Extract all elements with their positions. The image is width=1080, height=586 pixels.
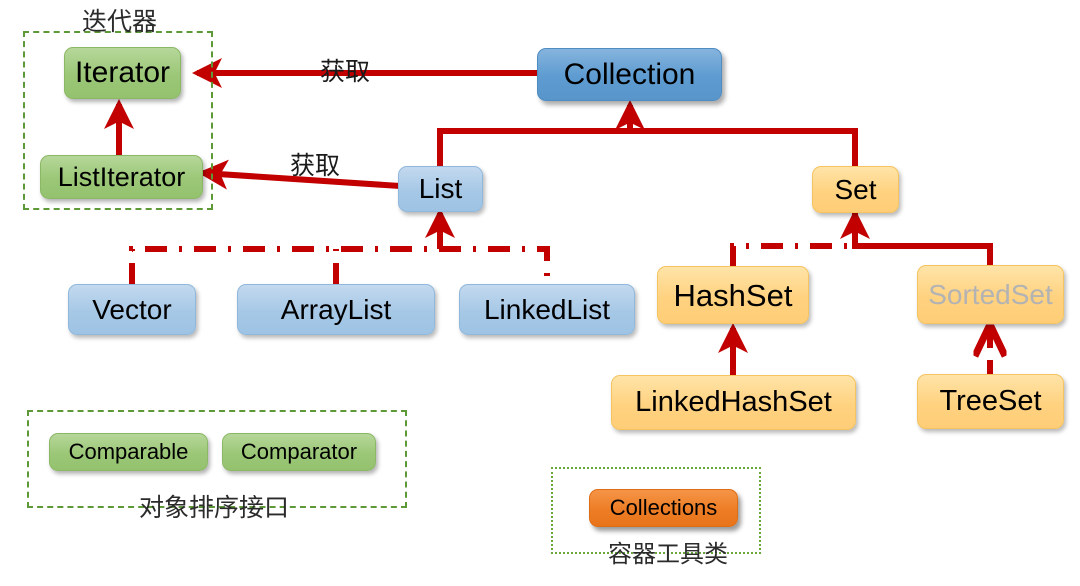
edge-label-collection-to-iterator: 获取 (320, 57, 371, 86)
node-collection[interactable]: Collection (537, 48, 722, 101)
edge-label-list-to-listiterator: 获取 (290, 151, 341, 180)
node-treeset[interactable]: TreeSet (917, 374, 1064, 429)
node-iterator[interactable]: Iterator (64, 47, 181, 99)
edge-bus-list-set (437, 128, 858, 167)
node-set[interactable]: Set (812, 166, 899, 213)
node-linkedhashset[interactable]: LinkedHashSet (611, 375, 856, 430)
edge-hashset-implements-set (730, 243, 853, 267)
group-label-utility: 容器工具类 (608, 540, 728, 568)
node-arraylist[interactable]: ArrayList (237, 284, 435, 335)
edge-bus-list-implementors (129, 246, 550, 285)
group-frame-utility (551, 467, 761, 554)
group-frame-iterator (23, 31, 213, 210)
node-collections[interactable]: Collections (589, 489, 738, 527)
node-comparator[interactable]: Comparator (222, 433, 376, 471)
node-sortedset[interactable]: SortedSet (917, 265, 1064, 324)
node-comparable[interactable]: Comparable (49, 433, 208, 471)
node-listiterator[interactable]: ListIterator (40, 155, 203, 199)
edge-bus-set-sortedset (852, 212, 993, 266)
group-label-iterator: 迭代器 (82, 7, 158, 36)
group-frame-sorting (27, 410, 407, 508)
group-label-sorting: 对象排序接口 (139, 493, 290, 522)
node-hashset[interactable]: HashSet (657, 266, 809, 324)
node-vector[interactable]: Vector (68, 284, 196, 335)
node-linkedlist[interactable]: LinkedList (459, 284, 635, 335)
node-list[interactable]: List (398, 166, 483, 212)
